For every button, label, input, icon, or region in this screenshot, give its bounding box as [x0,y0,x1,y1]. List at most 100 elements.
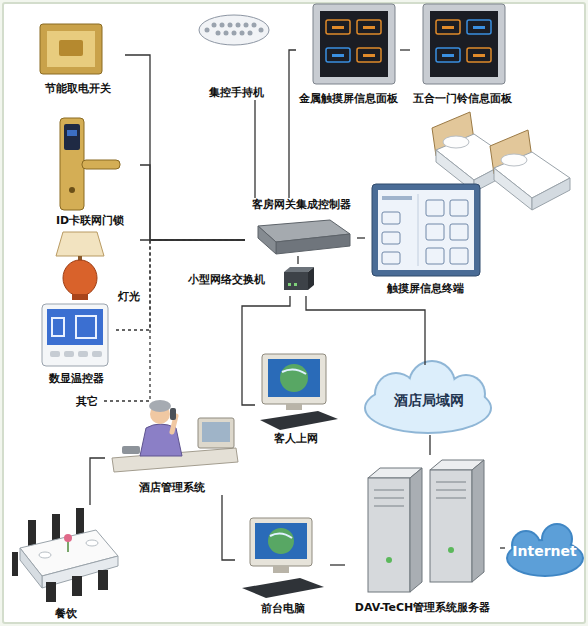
lan-cloud: 酒店局域网 [362,365,496,435]
power-switch-picture [40,24,102,74]
device-label: ID卡联网门锁 [56,214,124,228]
beds-picture [532,178,570,210]
touch-panel-picture [332,26,344,29]
device-label: 餐饮 [55,607,77,621]
server-picture [386,557,392,563]
other-devices: 其它 [70,392,104,412]
device-label: 前台电脑 [261,602,305,616]
door-lock-picture [67,130,77,136]
lan-cloud-picture [366,362,490,432]
guest-computer-picture [282,369,306,374]
device-label: 酒店管理系统 [139,481,205,495]
doorbell-panel-picture [436,48,460,62]
guest-computer-picture [286,404,302,410]
touch-panel-picture [326,20,350,34]
dining-picture [86,540,98,546]
doorbell-panel-picture [467,48,491,62]
touch-terminal: 触摸屏信息终端 [365,180,485,296]
touch-terminal-picture [372,184,480,276]
beds-picture [443,136,469,148]
doorbell-panel-picture [473,54,485,57]
door-lock: ID卡联网门锁 [40,112,140,228]
device-label: 酒店局域网 [394,393,464,407]
dining-picture [52,514,60,540]
lamp-picture [72,294,88,300]
doorbell-panel-picture [436,20,460,34]
touch-terminal-picture [426,248,444,264]
device-label: 客人上网 [274,432,318,446]
dining-picture [46,582,56,602]
gateway-picture [258,226,276,254]
door-lock-picture [60,118,120,210]
server-picture [472,460,484,582]
dining-picture [98,570,108,590]
connector-line [289,50,296,198]
server-picture [374,506,404,507]
remote-picture [244,23,249,28]
remote-picture [205,28,210,33]
remote-picture [228,23,233,28]
touch-terminal-picture [418,194,419,266]
thermostat-picture [52,318,64,336]
connector-line [242,296,290,405]
network-switch: 小型网络交换机 [188,264,314,296]
lan-cloud-picture [364,360,492,434]
remote-picture [259,28,264,33]
connector-line [254,100,255,198]
beds-picture [494,168,532,210]
remote-picture [224,31,229,36]
hotel-staff-picture [112,400,238,472]
internet-cloud-picture [508,541,582,575]
lan-cloud-picture [364,360,492,434]
front-desk-computer-picture [270,533,292,538]
remote-picture [236,23,241,28]
touch-panel-picture [326,48,350,62]
server-picture [368,460,484,592]
dining-picture [28,520,36,548]
front-desk-computer-picture [255,523,307,559]
remote-handset: 集控手持机 [195,10,277,100]
hotel-management: 酒店管理系统 [105,395,238,495]
gateway-picture [258,220,350,254]
connector-line [297,256,298,264]
connector-line [104,240,245,401]
lamp-picture [56,232,104,256]
guest-computer-picture [262,354,326,404]
door-lock-picture [64,124,80,150]
touch-terminal-picture [378,190,474,270]
internet-cloud-picture [506,523,584,577]
connector-line [400,49,410,50]
doorbell-panel: 五合一门铃信息面板 [410,2,514,106]
server: DAV-TeCH管理系统服务器 [345,455,500,615]
server-picture [374,498,404,499]
doorbell-panel-picture [442,26,454,29]
door-lock-picture [60,118,84,210]
power-switch-picture [59,40,83,56]
touch-panel-picture [313,4,395,84]
network-switch-picture [288,283,291,286]
power-switch-picture [47,31,95,67]
lamp: 灯光 [50,224,140,304]
remote-picture [199,15,269,45]
connector-line [429,435,430,455]
touch-panel: 金属触摸屏信息面板 [296,2,400,106]
remote-picture [199,15,269,45]
server-picture [448,547,454,553]
thermostat: 数显温控器 [36,302,116,386]
remote-picture [220,23,225,28]
dining-picture [20,548,42,588]
touch-terminal-picture [450,248,468,264]
dining-picture [64,534,72,542]
dining-picture [12,552,18,576]
device-label: 触摸屏信息终端 [387,282,464,296]
page-ground [3,3,585,623]
guest-computer-picture [268,359,320,397]
device-label: 节能取电开关 [45,82,111,96]
device-label: Internet [512,544,576,558]
server-picture [374,490,404,491]
front-desk-computer-picture [250,518,312,566]
touch-terminal-picture [382,252,400,264]
